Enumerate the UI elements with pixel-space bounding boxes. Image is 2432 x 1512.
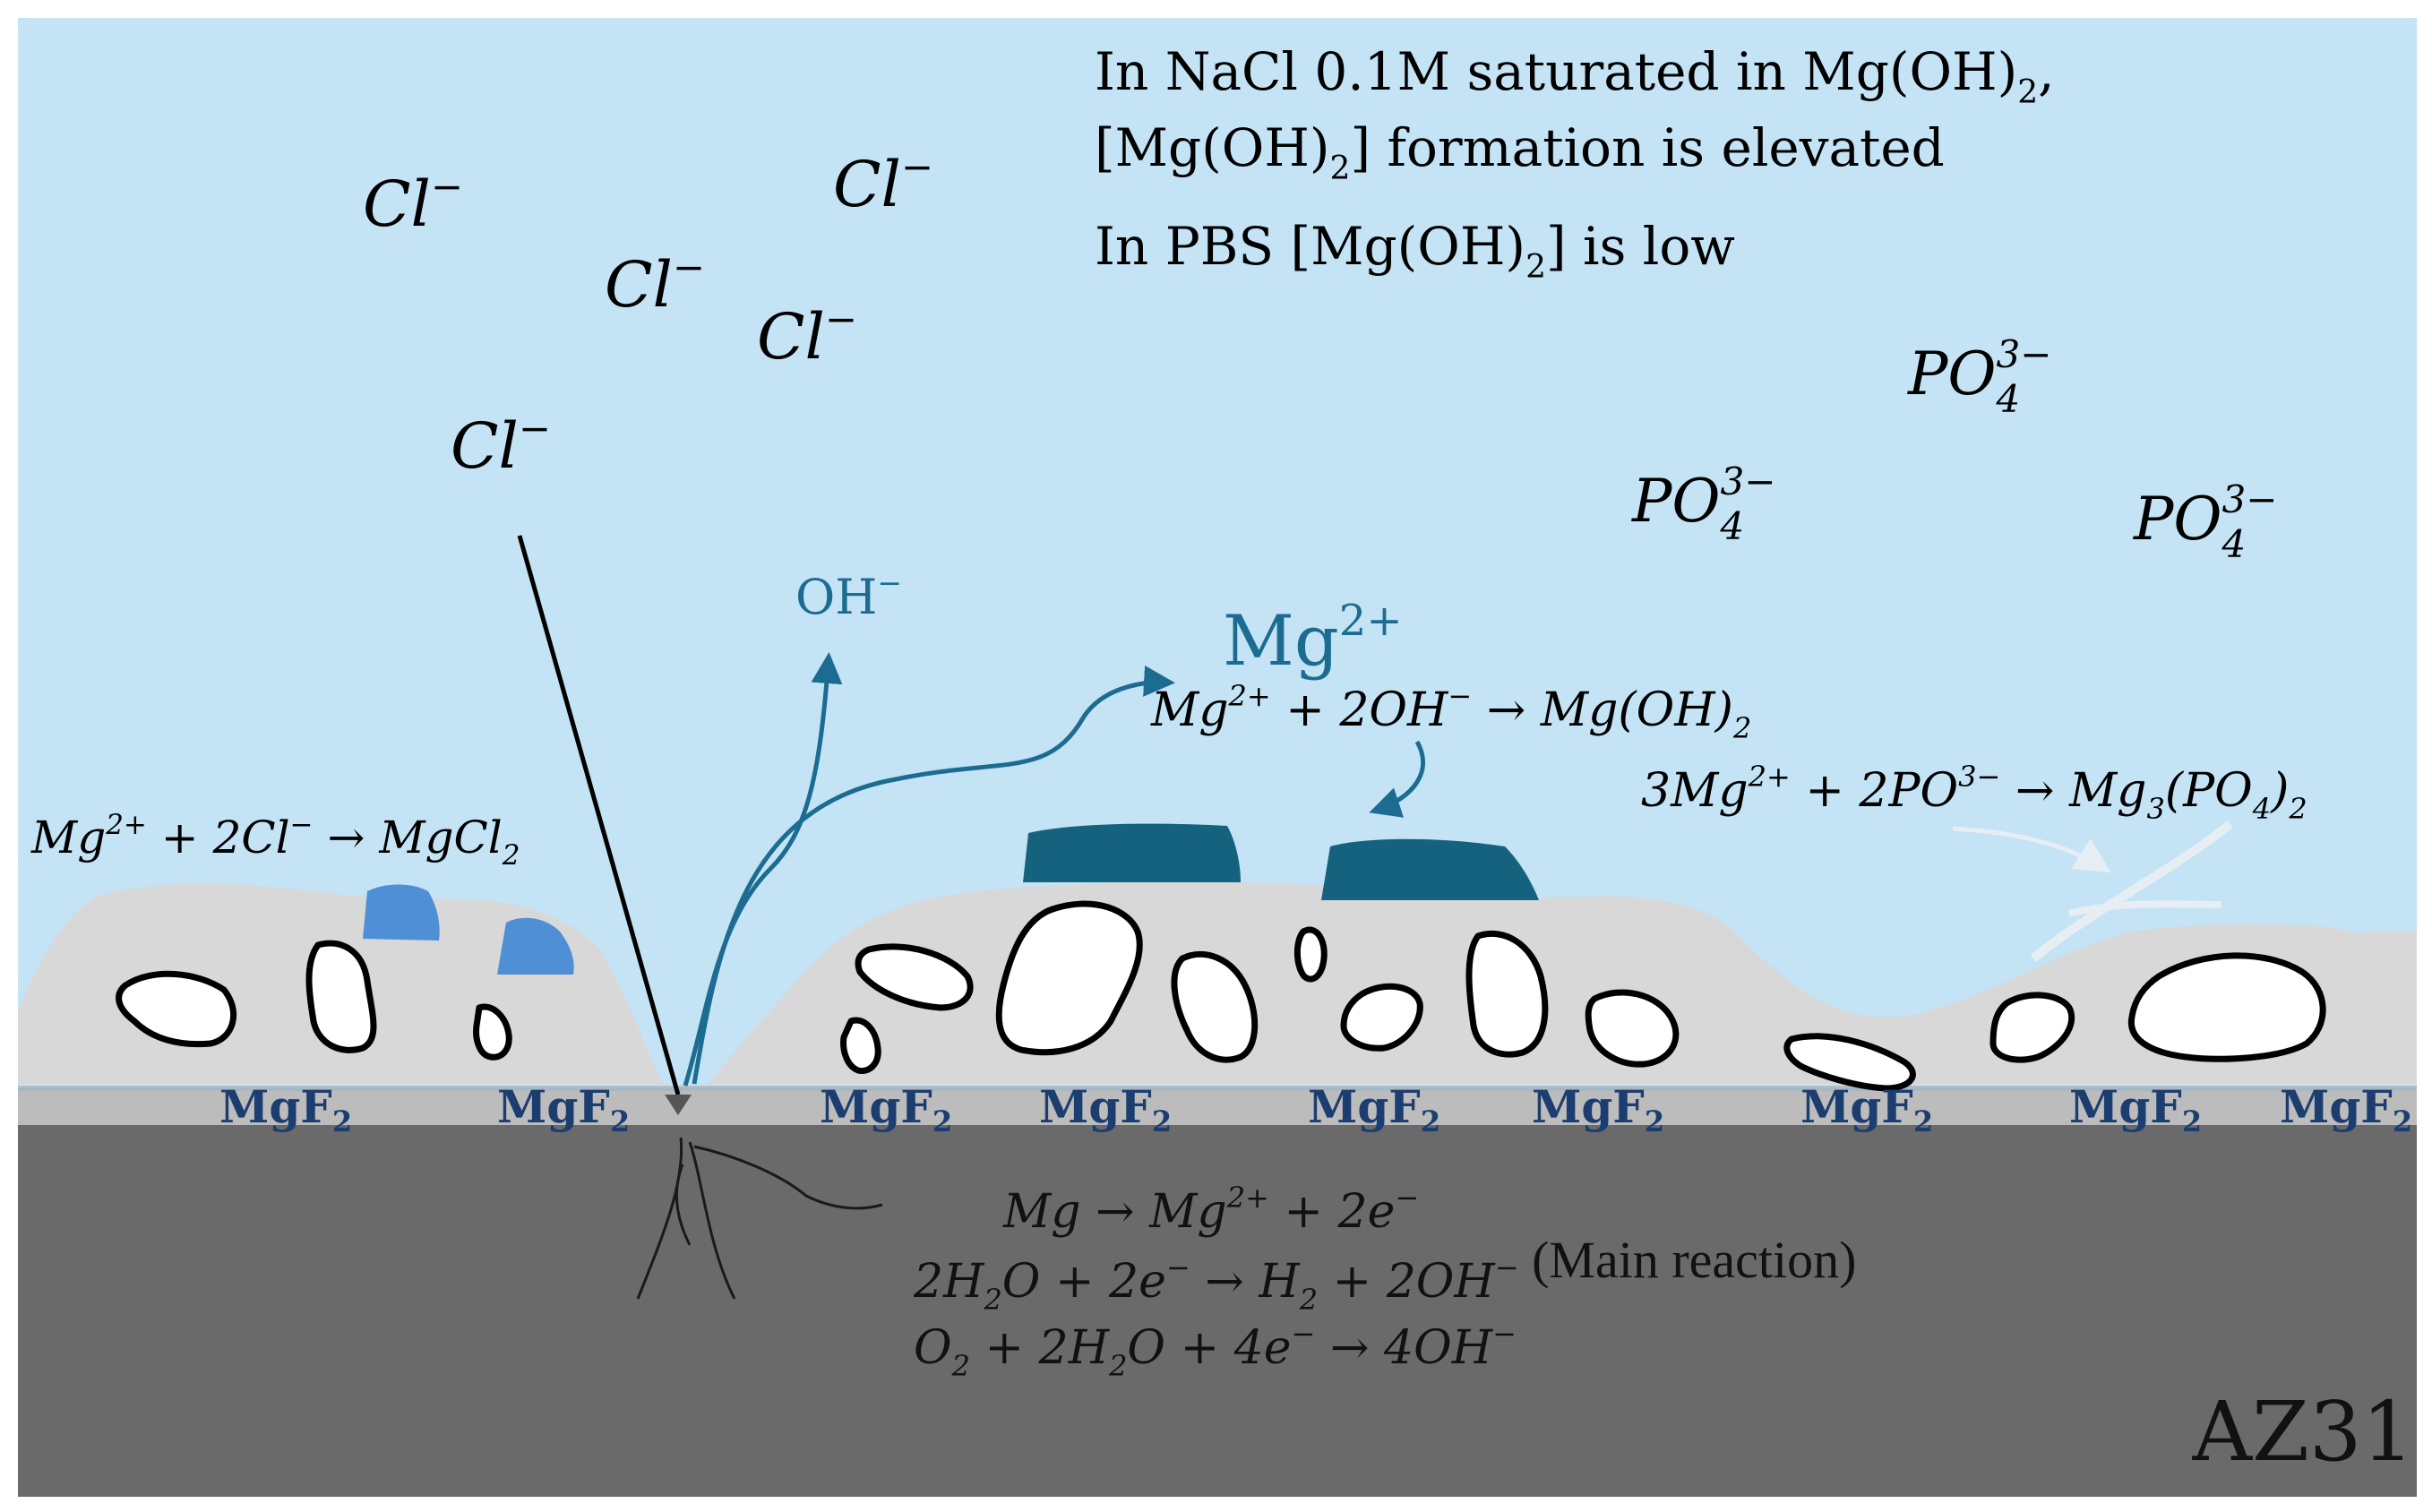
phosphate-ion: PO3−4	[2133, 477, 2277, 566]
reaction-cathodic-oxygen: O2 + 2H2O + 4e− → 4OH−	[914, 1317, 1517, 1383]
chloride-ion: Cl−	[363, 165, 463, 241]
pore	[1783, 1033, 1916, 1092]
chloride-ion: Cl−	[833, 145, 933, 221]
magnesium-release-arrow	[692, 665, 1175, 1085]
mgf2-label: MgF2	[1800, 1080, 1933, 1138]
mgoh2-precipitation-arrow	[1369, 740, 1426, 818]
hydroxide-release-arrow	[683, 652, 843, 1087]
pore	[855, 943, 974, 1011]
pore	[1465, 930, 1549, 1058]
mgf2-label: MgF2	[2280, 1080, 2412, 1138]
reaction-mg3po42: 3Mg2+ + 2PO3− → Mg3(PO4)2	[1641, 760, 2307, 826]
phosphate-deposit-faint	[2068, 900, 2222, 917]
mgf2-label: MgF2	[219, 1080, 352, 1138]
reaction-mgoh2: Mg2+ + 2OH− → Mg(OH)2	[1150, 679, 1751, 745]
substrate-cracks	[636, 1137, 883, 1300]
pore	[473, 1003, 512, 1061]
mgf2-label: MgF2	[1308, 1080, 1440, 1138]
az31-substrate	[18, 1125, 2417, 1497]
pore	[1293, 926, 1328, 983]
pit-tip	[665, 1095, 692, 1115]
magnesium-ion: Mg2+	[1223, 596, 1403, 682]
text-layer: In NaCl 0.1M saturated in Mg(OH)2,[Mg(OH…	[30, 41, 2414, 1480]
mgf2-labels: MgF2 MgF2 MgF2 MgF2 MgF2 MgF2 MgF2 MgF2 MgF2	[219, 1080, 2412, 1138]
phosphate-ion: PO3−4	[1631, 460, 1775, 548]
pore	[2127, 952, 2326, 1062]
note-pbs-line: In PBS [Mg(OH)2] is low	[1095, 216, 1735, 286]
pore	[1989, 992, 2075, 1063]
mgcl2-deposit	[363, 884, 440, 941]
hydroxide-ion: OH−	[795, 565, 902, 625]
mgoh2-deposit	[1023, 823, 1241, 882]
phosphate-ion: PO3−4	[1907, 332, 2051, 421]
pore	[995, 900, 1143, 1056]
coating-right-edge	[2365, 932, 2417, 1084]
chloride-ion: Cl−	[757, 297, 857, 374]
pore	[1340, 983, 1423, 1052]
pore	[1585, 989, 1680, 1068]
mgoh2-deposit	[1321, 838, 1539, 900]
mgf2-label: MgF2	[497, 1080, 630, 1138]
substrate-label: AZ31	[2192, 1384, 2414, 1480]
pore	[840, 1017, 881, 1075]
coating-pores	[116, 900, 2326, 1092]
phosphate-deposit-arrow	[1952, 826, 2111, 873]
pore	[1171, 951, 1259, 1063]
mgcl2-deposit	[497, 917, 574, 975]
reaction-mgcl2: Mg2+ + 2Cl− → MgCl2	[30, 809, 520, 872]
mgf2-label: MgF2	[820, 1080, 952, 1138]
note-formation-line: [Mg(OH)2] formation is elevated	[1095, 117, 1945, 187]
phosphate-deposit-faint	[2030, 820, 2234, 962]
mgf2-layer	[18, 1086, 2417, 1125]
note-nacl-line: In NaCl 0.1M saturated in Mg(OH)2,	[1095, 41, 2055, 111]
mgf2-label: MgF2	[1532, 1080, 1664, 1138]
pore	[305, 940, 377, 1053]
reaction-anodic: Mg → Mg2+ + 2e−	[1002, 1181, 1419, 1239]
pore	[116, 970, 237, 1048]
chloride-ion: Cl−	[451, 407, 551, 483]
chloride-attack-arrow	[517, 535, 681, 1095]
mgf2-label: MgF2	[2069, 1080, 2202, 1138]
chloride-ion: Cl−	[605, 245, 705, 322]
mgf2-label: MgF2	[1039, 1080, 1172, 1138]
reaction-cathodic-water: 2H2O + 2e− → H2 + 2OH− (Main reaction)	[913, 1231, 1856, 1317]
